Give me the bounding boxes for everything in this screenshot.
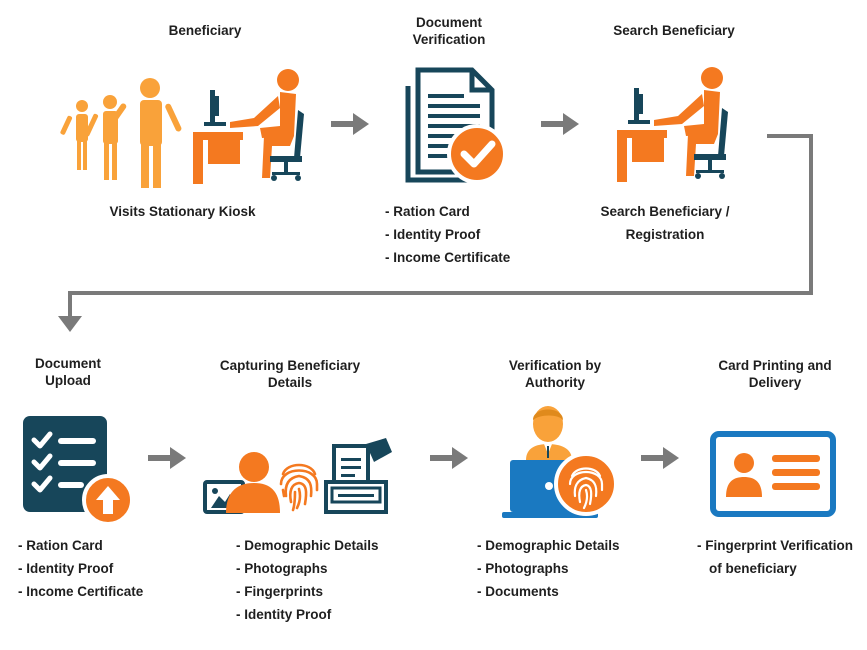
step-item: - Photographs	[236, 561, 328, 576]
authority-laptop-fingerprint-icon	[502, 406, 618, 518]
step-title-search-beneficiary: Search Beneficiary	[613, 23, 735, 38]
step-item: - Photographs	[477, 561, 569, 576]
arrow-right-icon	[331, 113, 369, 135]
family-icon	[60, 78, 182, 188]
step-item: Registration	[625, 227, 705, 242]
arrow-right-icon	[148, 447, 186, 469]
connector-arrow-icon	[58, 134, 813, 332]
step-title-document-upload: Document Upload	[34, 356, 101, 388]
fingerprint-icon	[279, 463, 319, 512]
kiosk-user-icon	[617, 67, 728, 182]
step-item: - Identity Proof	[236, 607, 332, 622]
step-item: - Demographic Details	[236, 538, 379, 553]
document-check-icon	[405, 67, 507, 184]
step-item: - Demographic Details	[477, 538, 620, 553]
step-item: - Documents	[477, 584, 559, 599]
kiosk-user-icon	[193, 69, 304, 184]
step-item: - Identity Proof	[385, 227, 481, 242]
id-card-icon	[710, 431, 836, 517]
step-item: - Income Certificate	[18, 584, 144, 599]
step-item: - Fingerprints	[236, 584, 323, 599]
step-item: - Identity Proof	[18, 561, 114, 576]
arrow-right-icon	[430, 447, 468, 469]
step-item: - Fingerprint Verification	[697, 538, 854, 553]
step-title-document-verification: Document Verification	[412, 15, 486, 47]
step-item: Visits Stationary Kiosk	[109, 204, 256, 219]
arrow-right-icon	[541, 113, 579, 135]
step-item: of beneficiary	[709, 561, 797, 576]
step-title-capturing-details: Capturing Beneficiary Details	[219, 358, 361, 390]
step-title-card-printing: Card Printing and Delivery	[718, 358, 832, 390]
step-item: Search Beneficiary /	[600, 204, 730, 219]
document-scanner-icon	[324, 438, 392, 514]
step-title-beneficiary: Beneficiary	[168, 23, 242, 38]
checklist-upload-icon	[23, 416, 134, 526]
step-title-verification-authority: Verification by Authority	[508, 358, 602, 390]
person-icon	[226, 452, 280, 513]
step-item: - Ration Card	[385, 204, 470, 219]
arrow-right-icon	[641, 447, 679, 469]
step-item: - Ration Card	[18, 538, 103, 553]
step-item: - Income Certificate	[385, 250, 511, 265]
